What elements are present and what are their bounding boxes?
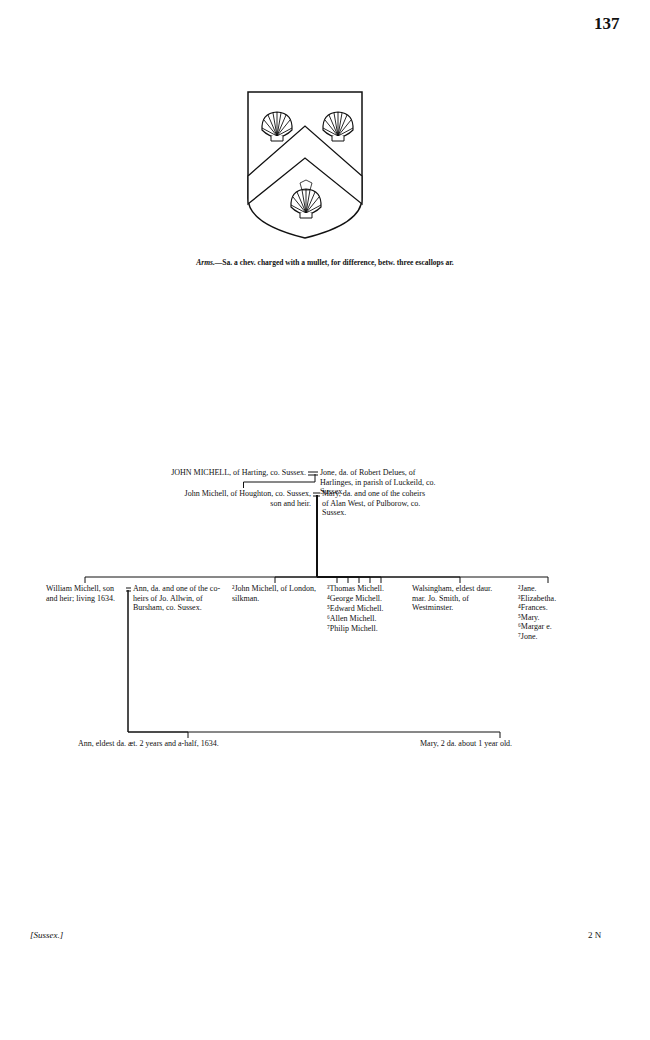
entry-text: Walsingham, eldest daur. mar. Jo. Smith,… [412,584,508,613]
spouse-entry: Ann, da. and one of the co-heirs of Jo. … [133,584,223,613]
child-entry: ⁴George Michell. [327,594,407,604]
entry-text: ⁵Edward Michell. [327,604,407,614]
entry-text: William Michell, son and heir; living 16… [46,584,124,603]
child-entry: Walsingham, eldest daur. mar. Jo. Smith,… [412,584,508,613]
entry-text: ²John Michell, of London, silkman. [232,584,318,603]
pedigree-line [275,495,317,583]
person-entry: JOHN MICHELL, of Harting, co. Sussex. [150,468,306,478]
child-entry: ⁶Allen Michell. [327,614,407,624]
entry-text: JOHN MICHELL, of Harting, co. Sussex. [150,468,306,478]
child-entry: ²John Michell, of London, silkman. [232,584,318,603]
entry-text: ⁷Jone. [518,632,578,642]
pedigree-line [317,495,548,583]
child-entry: ⁵Edward Michell. [327,604,407,614]
entry-text: Mary, 2 da. about 1 year old. [420,739,580,749]
daughters-list: ²Jane.³Elizabetha.⁴Frances.⁵Mary.⁶Margar… [518,584,578,641]
entry-text: ⁶Margar e. [518,622,578,632]
pedigree-line [308,472,318,475]
entry-text: ⁵Mary. [518,613,578,623]
pedigree-line [128,590,500,738]
entry-text: Ann, da. and one of the co-heirs of Jo. … [133,584,223,613]
caption-heading: Arms. [196,258,215,267]
blazon-text: —Sa. a chev. charged with a mullet, for … [215,258,454,267]
entry-text: Mary, da. and one of the coheirs of Alan… [322,489,432,518]
entry-text: ⁴Frances. [518,603,578,613]
spouse-entry: Mary, da. and one of the coheirs of Alan… [322,489,432,518]
arms-caption: Arms.—Sa. a chev. charged with a mullet,… [40,258,610,268]
entry-text: ³Thomas Michell. [327,584,407,594]
entry-text: ²Jane. [518,584,578,594]
child-entry: ³Thomas Michell. [327,584,407,594]
county-mark: [Sussex.] [30,930,63,940]
entry-text: ⁶Allen Michell. [327,614,407,624]
page-number: 137 [594,14,620,34]
entry-text: ⁴George Michell. [327,594,407,604]
grandchild-entry: Ann, eldest da. æt. 2 years and a-half, … [78,739,298,749]
grandchild-entry: Mary, 2 da. about 1 year old. [420,739,580,749]
entry-text: ³Elizabetha. [518,594,578,604]
entry-text: Ann, eldest da. æt. 2 years and a-half, … [78,739,298,749]
pedigree-line [128,590,188,738]
signature-mark: 2 N [588,930,601,940]
person-entry: John Michell, of Houghton, co. Sussex, s… [176,489,311,508]
entry-text: ⁷Philip Michell. [327,624,407,634]
pedigree-line [85,495,317,583]
child-entry: ⁷Philip Michell. [327,624,407,634]
person-entry: William Michell, son and heir; living 16… [46,584,124,603]
entry-text: John Michell, of Houghton, co. Sussex, s… [176,489,311,508]
